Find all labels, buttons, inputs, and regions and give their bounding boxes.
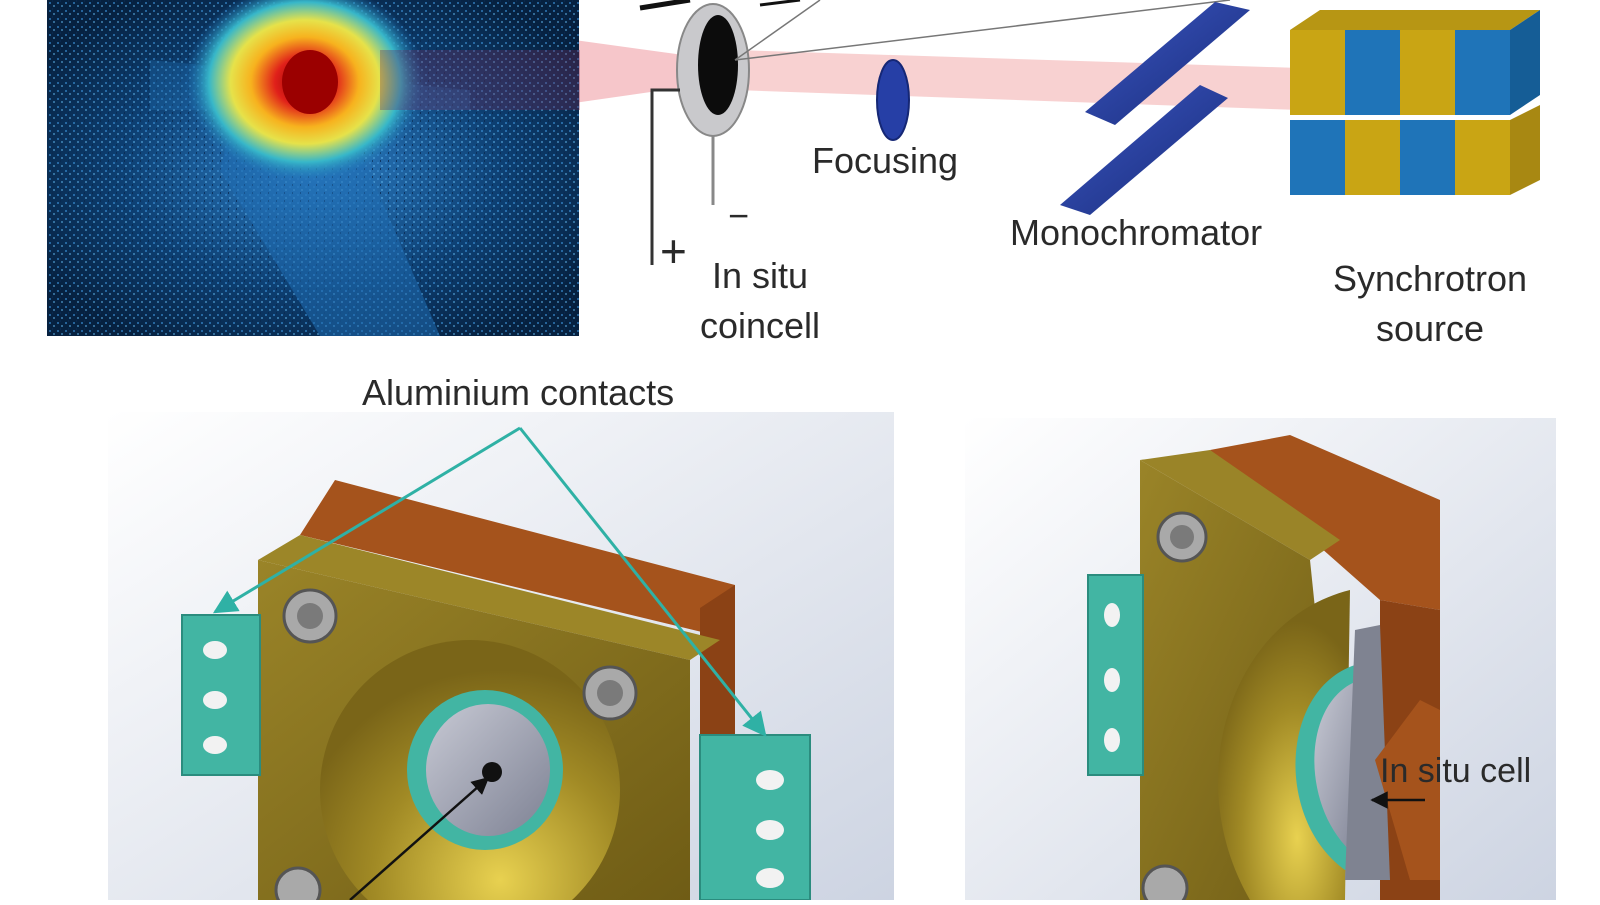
label-focusing: Focusing — [812, 140, 959, 181]
label-synchrotron-line2: source — [1375, 308, 1485, 349]
cell-holder-cutaway-view — [965, 418, 1556, 905]
label-in-situ-line1: In situ — [711, 255, 809, 296]
aluminium-contact-right — [699, 734, 811, 901]
monochromator-crystals — [1060, 2, 1250, 215]
label-aluminium-contacts: Aluminium contacts — [362, 372, 675, 413]
synchrotron-undulator — [1290, 10, 1540, 195]
aluminium-contacts-arrows — [212, 426, 767, 737]
diffraction-detector-image — [47, 0, 580, 336]
label-plus: + — [660, 225, 687, 277]
cell-holder-front-view — [108, 412, 894, 905]
coincell-icon — [639, 0, 1231, 265]
label-in-situ-cell: In situ cell — [1380, 752, 1532, 790]
focusing-lens — [876, 59, 910, 141]
label-minus: − — [728, 195, 750, 236]
label-monochromator: Monochromator — [1010, 212, 1263, 253]
label-synchrotron-line1: Synchrotron — [1332, 258, 1528, 299]
label-in-situ-line2: coincell — [699, 305, 821, 346]
